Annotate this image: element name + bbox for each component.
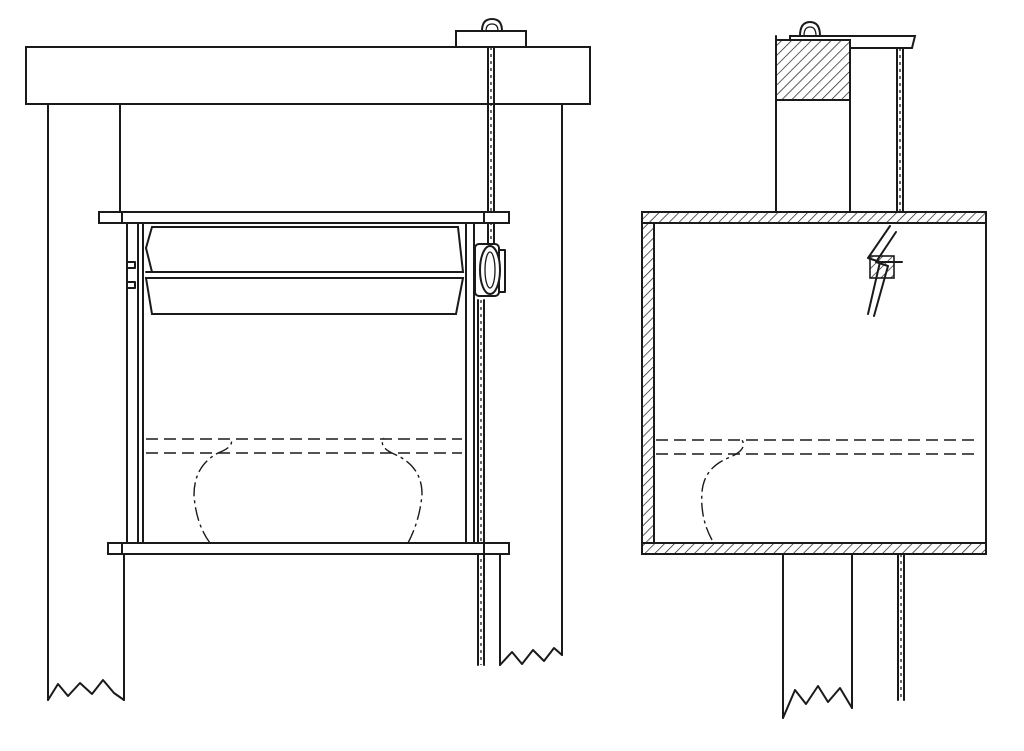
side-hidden-contents [656,439,978,541]
hatched-section-icon [775,39,851,101]
hinged-lid [144,226,465,315]
left-leg [47,103,125,701]
lower-post [782,553,853,719]
front-elevation-view [25,18,591,701]
rope-icon [477,46,495,666]
hinge-icon [127,261,136,289]
pin-icon [481,18,503,32]
hidden-contents [146,437,462,544]
side-top-plate [789,21,917,49]
pulley-icon [474,243,506,297]
side-crate [641,211,987,555]
right-leg [499,103,563,666]
side-section-view [641,21,987,719]
upper-post [775,35,851,213]
latch-hook [867,225,903,317]
side-rope [896,47,905,701]
crate-frame [98,211,510,555]
top-board [25,46,591,105]
pulley-bracket [455,18,527,48]
